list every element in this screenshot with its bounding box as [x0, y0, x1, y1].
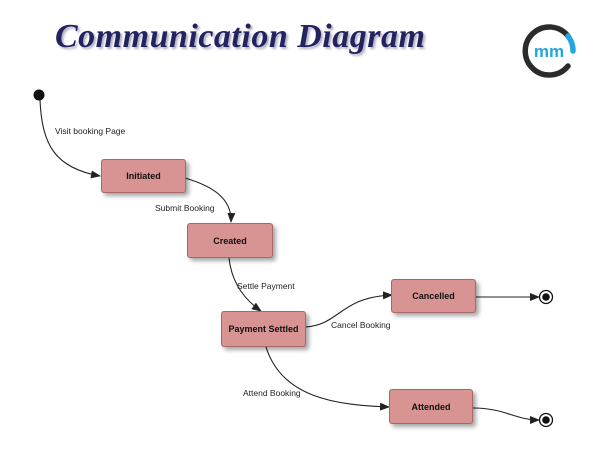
- state-label: Initiated: [126, 171, 161, 181]
- state-label: Attended: [411, 401, 451, 412]
- edge-label-visit-booking-page: Visit booking Page: [55, 126, 126, 136]
- logo-text: mm: [534, 42, 564, 61]
- edge-label-submit-booking: Submit Booking: [155, 203, 215, 213]
- edge-label-cancel-booking: Cancel Booking: [331, 320, 391, 330]
- state-label: Cancelled: [412, 291, 455, 301]
- cmm-logo-icon: mm: [522, 24, 576, 78]
- edge-attend-booking: [265, 346, 390, 411]
- edge-cancel-booking: [304, 291, 393, 328]
- edge-attended-final: [472, 407, 540, 424]
- state-created: Created: [187, 223, 273, 258]
- state-label: Created: [213, 235, 247, 246]
- edge-settle-payment: [228, 257, 262, 312]
- final-node-attended: [538, 412, 554, 428]
- state-label: Payment Settled: [228, 324, 299, 334]
- edge-submit-booking: [184, 177, 236, 223]
- edge-visit-booking-page: [39, 99, 101, 179]
- state-initiated: Initiated: [101, 159, 186, 193]
- edge-label-attend-booking: Attend Booking: [243, 388, 301, 398]
- initial-node: [33, 89, 45, 101]
- state-cancelled: Cancelled: [391, 279, 476, 313]
- edge-label-settle-payment: Settle Payment: [237, 281, 295, 291]
- final-node-cancelled: [538, 289, 554, 305]
- diagram-title: Communication Diagram: [55, 18, 426, 55]
- state-attended: Attended: [389, 389, 473, 424]
- state-payment-settled: Payment Settled: [221, 311, 306, 347]
